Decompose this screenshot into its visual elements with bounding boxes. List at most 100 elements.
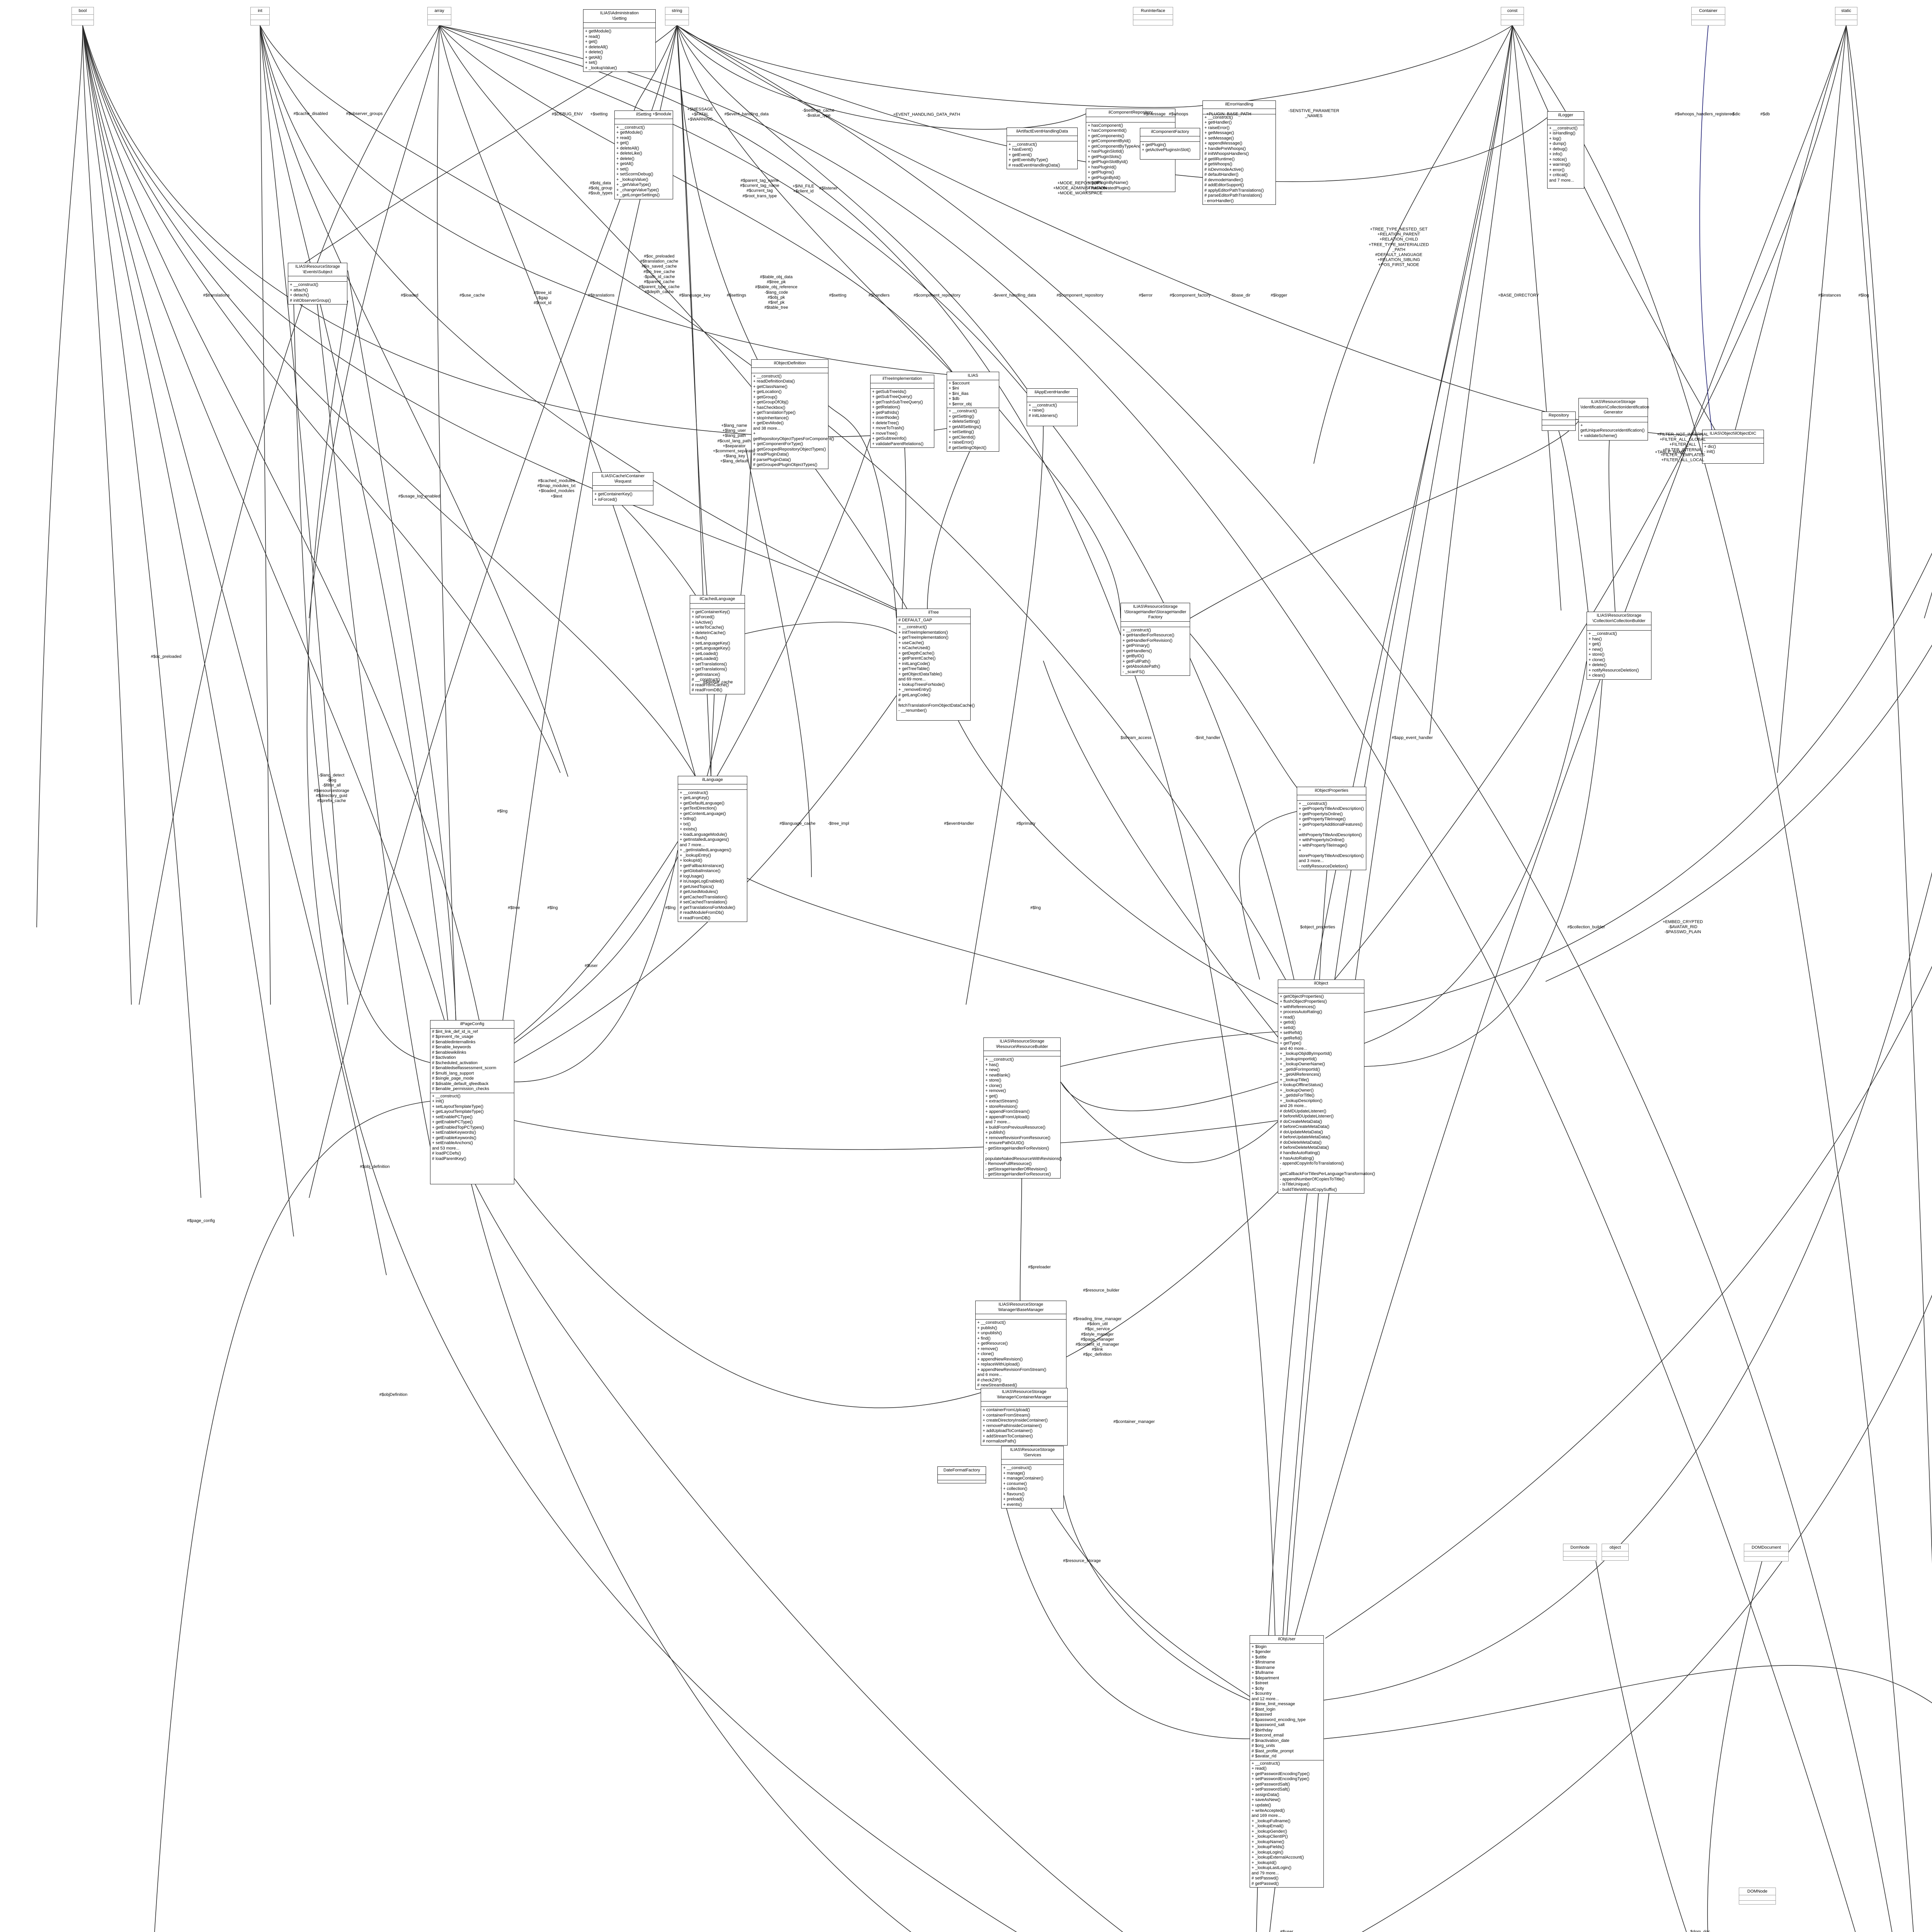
edge-label: #$resource_builder — [1083, 1288, 1120, 1293]
class-operation: + deleteInCache() — [692, 630, 726, 635]
class-operation: + newBlank() — [985, 1073, 1010, 1078]
class-operation: # readFromDB() — [680, 915, 711, 920]
edge-label: #$parent_tag_name #$current_tag_name #$c… — [740, 178, 779, 199]
class-operation: + getPlugins() — [1088, 170, 1114, 175]
class-operation: - getStorageHandlerOfRevision() — [985, 1167, 1048, 1172]
class-title: ilComponentRepository — [1086, 109, 1175, 117]
type-node-domnode[interactable]: DomNode — [1563, 1544, 1597, 1561]
class-operation: + getModule() — [616, 130, 643, 135]
class-node-ilias-resourcestorage-events-subject[interactable]: ILIAS\ResourceStorage \Events\Subject+ _… — [288, 263, 347, 305]
type-node-ops — [1739, 1901, 1776, 1906]
class-operation: + __construct() — [1549, 126, 1578, 131]
class-node-ilobjuser[interactable]: ilObjUser+ $login+ $gender+ $utitle+ $fi… — [1250, 1635, 1324, 1888]
type-node-const[interactable]: const — [1501, 7, 1524, 26]
class-node-ilobjectdefinition[interactable]: ilObjectDefinition+ __construct()+ readD… — [751, 359, 834, 469]
class-operation: + getEventsByType() — [1009, 158, 1048, 163]
class-node-iltree[interactable]: ilTree# DEFAULT_GAP+ __construct()+ init… — [896, 609, 975, 721]
class-operation: and 6 more... — [977, 1372, 1002, 1378]
class-operations: + getContainerKey()+ isForced() — [593, 491, 653, 503]
type-node-ops — [1835, 20, 1857, 25]
class-node-ilias-administration-setting[interactable]: ILIAS\Administration \Setting+ getModule… — [583, 9, 656, 72]
class-node-ilias-cache-container-request[interactable]: ILIAS\Cache\Container \Request+ getConta… — [592, 472, 653, 505]
type-node-bool[interactable]: bool — [71, 7, 94, 26]
class-operation: - appendNumberOfCopiesToTitle() — [1280, 1177, 1345, 1182]
class-operation: # initWhoopsHandlers() — [1204, 151, 1249, 156]
edge-label: +$INI_FILE +$client_id — [793, 184, 814, 194]
edge-label: -$base_dir — [1230, 293, 1250, 298]
class-attribute: # $last_profile_prompt — [1252, 1748, 1294, 1753]
class-node-ilsetting[interactable]: ilSetting+ __construct()+ getModule()+ r… — [614, 111, 673, 199]
type-node-ops — [1692, 20, 1725, 25]
class-operation: + getLoaded() — [692, 656, 718, 662]
type-node-container[interactable]: Container — [1691, 7, 1725, 26]
edge-label: $stream_access — [1120, 735, 1152, 740]
class-operation: + getTranslations() — [692, 667, 727, 672]
class-node-iltreeimplementation[interactable]: ilTreeImplementation+ getSubTreeIds()+ g… — [870, 375, 934, 448]
type-node-domdocument[interactable]: DOMDocument — [1744, 1544, 1789, 1561]
type-node-runinterface[interactable]: RunInterface — [1133, 7, 1173, 26]
type-node-attrs — [1744, 1551, 1788, 1557]
type-node-int[interactable]: int — [250, 7, 270, 26]
type-node-domnode2[interactable]: DOMNode — [1739, 1888, 1776, 1905]
class-operation: + update() — [1252, 1803, 1271, 1808]
class-operation: + delete() — [585, 50, 603, 55]
class-node-ilias-resourcestorage-storagehandler-storagehandlerfactory[interactable]: ILIAS\ResourceStorage \StorageHandler\St… — [1121, 603, 1190, 676]
class-operation: # beforeCreateMetaData() — [1280, 1124, 1330, 1129]
class-operations — [938, 1480, 986, 1482]
class-node-ilobjectproperties[interactable]: ilObjectProperties+ __construct()+ getPr… — [1297, 787, 1366, 871]
class-operation: + read() — [616, 135, 631, 140]
type-node-title: object — [1602, 1544, 1628, 1551]
class-operation: # getLangCode() — [898, 692, 930, 697]
class-operations: + __construct()+ read()+ getPasswordEnco… — [1250, 1760, 1323, 1887]
class-node-ilias-object-ilobjectdic[interactable]: ILIAS\Object\ilObjectDIC+ dic()- init() — [1702, 430, 1764, 464]
type-node-attrs — [72, 15, 94, 20]
class-node-ilias[interactable]: ILIAS+ $account+ $ini+ $ini_ilias+ $db+ … — [947, 372, 999, 452]
type-node-title: array — [428, 7, 451, 15]
type-node-attrs — [1563, 1551, 1597, 1557]
class-operation: # normalizePath() — [983, 1439, 1016, 1444]
class-operation: + clone() — [977, 1352, 994, 1357]
class-node-ilappeventhandler[interactable]: ilAppEventHandler+ __construct()+ raise(… — [1027, 388, 1078, 426]
class-operation: + getContentLanguage() — [680, 811, 726, 816]
class-operation: + getInstalledLanguages() — [680, 837, 729, 842]
edge-label: #$logger — [1270, 293, 1287, 298]
edge-label: #$error — [1139, 293, 1153, 298]
type-node-string[interactable]: string — [665, 7, 689, 26]
class-operation: # isUsageLogEnabled() — [680, 879, 724, 884]
class-attribute: # $birthday — [1252, 1728, 1273, 1733]
class-operation: - appendCopyInfoToTranslations() — [1280, 1161, 1344, 1166]
class-operation: + getGroupOfObj() — [753, 400, 789, 405]
class-node-ilcachedlanguage[interactable]: ilCachedLanguage+ getContainerKey()+ isF… — [690, 595, 745, 694]
edge-label: #$page_config — [187, 1218, 215, 1223]
class-operation: # logUsage() — [680, 874, 704, 879]
class-node-ilias-resourcestorage-services[interactable]: ILIAS\ResourceStorage \Services+ __const… — [1001, 1446, 1064, 1509]
edge-label: -$event_handling_data — [993, 293, 1036, 298]
class-node-ilias-resourcestorage-resource-resourcebuilder[interactable]: ILIAS\ResourceStorage \Resource\Resource… — [983, 1037, 1062, 1179]
class-node-ilartifacteventhandlingdata[interactable]: ilArtifactEventHandlingData+ __construct… — [1007, 128, 1078, 170]
class-title: ilObjectProperties — [1297, 787, 1366, 795]
class-operation: + _lookupDescription() — [1280, 1098, 1323, 1103]
type-node-static[interactable]: static — [1835, 7, 1857, 26]
class-node-ilias-resourcestorage-manager-containermanager[interactable]: ILIAS\ResourceStorage \Manager\Container… — [981, 1388, 1068, 1446]
class-node-ilias-resourcestorage-collection-collectionbuilder[interactable]: ILIAS\ResourceStorage \Collection\Collec… — [1587, 612, 1651, 680]
class-title: ilArtifactEventHandlingData — [1007, 128, 1077, 136]
class-attribute: # $activation — [432, 1055, 456, 1060]
type-node-array[interactable]: array — [427, 7, 451, 26]
class-operation: + hasCheckbox() — [753, 405, 786, 410]
class-operation: + clean() — [1588, 673, 1605, 678]
class-node-illanguage[interactable]: ilLanguage+ __construct()+ getLangKey()+… — [678, 776, 747, 922]
class-node-ilobject[interactable]: ilObject+ getObjectProperties()+ flushOb… — [1278, 980, 1375, 1194]
class-node-ilias-resourcestorage-identification-collectionidentificationgenerator[interactable]: ILIAS\ResourceStorage \Identification\Co… — [1578, 398, 1649, 440]
class-node-illogger[interactable]: ilLogger+ __construct()+ isHandling()+ l… — [1547, 111, 1584, 189]
type-node-object[interactable]: object — [1602, 1544, 1629, 1561]
class-node-repository[interactable]: Repository — [1542, 412, 1576, 431]
class-node-ilpageconfig[interactable]: ilPageConfig# $int_link_def_id_is_ref# $… — [430, 1020, 514, 1184]
class-node-ilerrorhandling[interactable]: ilErrorHandling+ __construct()+ getHandl… — [1202, 100, 1276, 205]
class-operation: + deleteSetting() — [949, 419, 980, 424]
class-operation: + deleteAll() — [585, 44, 608, 49]
class-operation: + setEnablePCType() — [432, 1114, 473, 1119]
class-node-dateformatfactory[interactable]: DateFormatFactory — [937, 1466, 986, 1483]
class-node-ilcomponentfactory[interactable]: ilComponentFactory+ getPlugin()+ getActi… — [1140, 128, 1200, 160]
class-operation: + hasComponentId() — [1088, 128, 1127, 133]
class-node-ilias-resourcestorage-manager-basemanager[interactable]: ILIAS\ResourceStorage \Manager\BaseManag… — [975, 1301, 1066, 1389]
